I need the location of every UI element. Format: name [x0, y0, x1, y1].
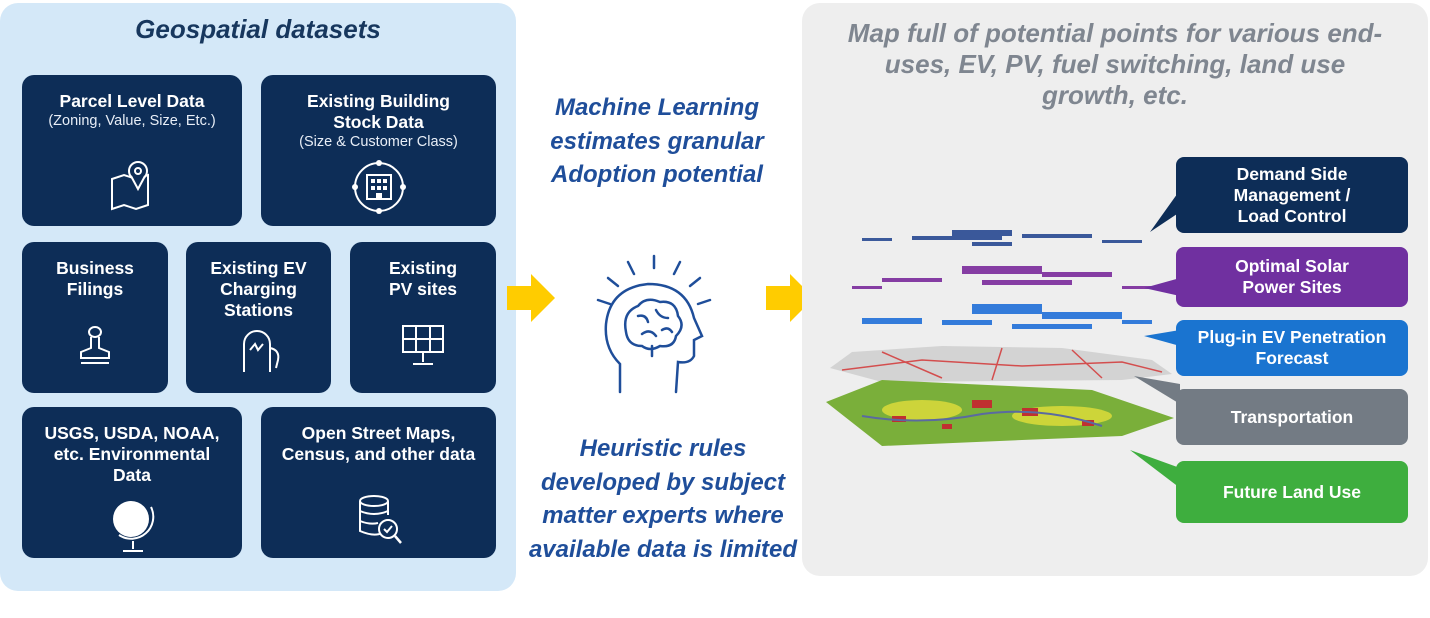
solar-panel-icon: [402, 325, 444, 365]
tile-ev-charging-stations: Existing EV Charging Stations: [186, 242, 331, 393]
ev-charger-icon: [242, 330, 279, 372]
tile-title: USGS, USDA, NOAA, etc. Environmental Dat…: [44, 423, 220, 485]
stamp-icon: [80, 326, 110, 364]
heuristic-rules-text: Heuristic rules developed by subject mat…: [528, 435, 798, 563]
tile-title: Business Filings: [56, 258, 134, 299]
callout-label: Demand Side Management / Load Control: [1233, 163, 1351, 226]
database-search-icon: [358, 495, 402, 544]
building-icon: [351, 160, 406, 214]
globe-icon: [113, 501, 155, 552]
tile-title: Parcel Level Data: [59, 91, 205, 111]
tile-title: Existing EV Charging Stations: [210, 258, 307, 320]
tile-parcel-level-data: Parcel Level Data (Zoning, Value, Size, …: [22, 75, 242, 226]
geospatial-datasets-title: Geospatial datasets: [135, 14, 381, 44]
callout-label: Transportation: [1230, 406, 1354, 427]
brain-head-icon: [596, 254, 712, 394]
machine-learning-text: Machine Learning estimates granular Adop…: [550, 94, 764, 188]
layered-map-icon: [826, 230, 1174, 446]
callout-future-land-use: Future Land Use: [1176, 461, 1408, 523]
tile-open-street-maps: Open Street Maps, Census, and other data: [261, 407, 496, 558]
map-pin-icon: [111, 161, 149, 211]
right-arrow-icon: [507, 274, 555, 322]
tile-environmental-data: USGS, USDA, NOAA, etc. Environmental Dat…: [22, 407, 242, 558]
callout-transportation: Transportation: [1176, 389, 1408, 445]
callout-demand-side-management: Demand Side Management / Load Control: [1176, 157, 1408, 233]
callout-label: Future Land Use: [1222, 481, 1362, 502]
tile-business-filings: Business Filings: [22, 242, 168, 393]
tile-title: Existing PV sites: [388, 258, 458, 299]
callout-pointers: [1130, 190, 1180, 488]
tile-title: Open Street Maps, Census, and other data: [281, 423, 476, 464]
map-layers-title: Map full of potential points for various…: [847, 18, 1383, 110]
callout-label: Plug-in EV Penetration Forecast: [1197, 327, 1387, 368]
tile-existing-pv-sites: Existing PV sites: [350, 242, 496, 393]
tile-subtitle: (Size & Customer Class): [299, 134, 458, 150]
tile-existing-building-stock: Existing Building Stock Data (Size & Cus…: [261, 75, 496, 226]
callout-plug-in-ev-penetration-forecast: Plug-in EV Penetration Forecast: [1176, 320, 1408, 376]
callout-label: Optimal Solar Power Sites: [1235, 256, 1349, 297]
tile-subtitle: (Zoning, Value, Size, Etc.): [48, 113, 216, 129]
tile-title: Existing Building Stock Data: [307, 91, 450, 132]
callout-optimal-solar-power-sites: Optimal Solar Power Sites: [1176, 247, 1408, 307]
